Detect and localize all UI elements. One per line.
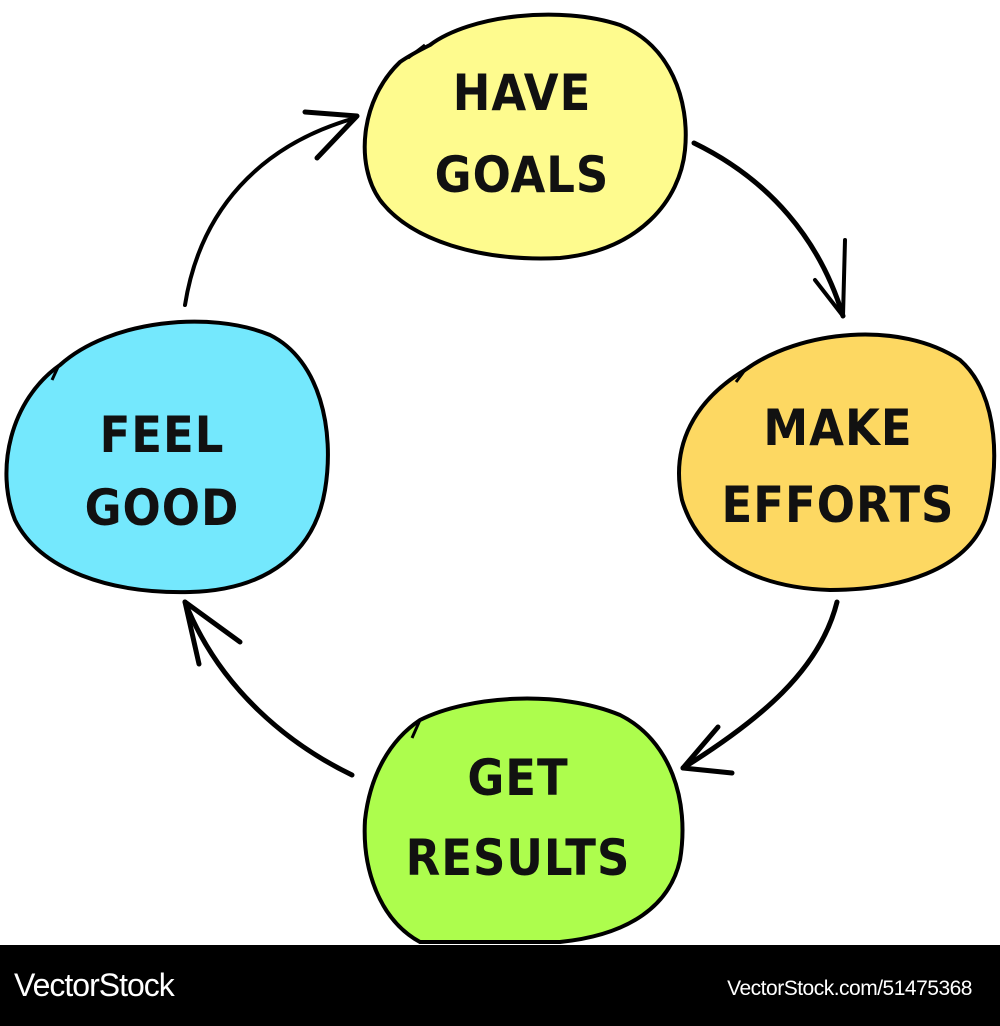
arrow-have-goals-to-make-efforts bbox=[691, 140, 847, 319]
node-feel-good: FEEL GOOD bbox=[4, 319, 330, 595]
arrow-make-efforts-to-get-results bbox=[680, 599, 840, 776]
arrow-feel-good-to-have-goals bbox=[183, 109, 360, 307]
node-make-efforts-blob bbox=[677, 332, 997, 593]
footer-brand: VectorStock bbox=[14, 967, 175, 1003]
node-feel-good-line2: GOOD bbox=[85, 479, 240, 537]
watermark-footer: VectorStock VectorStock.com/51475368 bbox=[0, 945, 1000, 1026]
node-have-goals: HAVE GOALS bbox=[362, 12, 688, 261]
diagram-svg: HAVE GOALS MAKE EFFORTS GET RESULTS FEEL… bbox=[4, 12, 997, 944]
node-get-results-blob bbox=[362, 696, 685, 944]
cycle-diagram: HAVE GOALS MAKE EFFORTS GET RESULTS FEEL… bbox=[4, 12, 997, 944]
arrow-get-results-to-feel-good bbox=[182, 599, 355, 778]
node-make-efforts-line2: EFFORTS bbox=[722, 476, 955, 534]
node-have-goals-blob bbox=[362, 12, 688, 261]
node-feel-good-line1: FEEL bbox=[100, 406, 225, 464]
node-make-efforts-line1: MAKE bbox=[763, 399, 912, 457]
node-make-efforts: MAKE EFFORTS bbox=[677, 332, 997, 593]
node-get-results-line2: RESULTS bbox=[406, 829, 631, 887]
node-have-goals-line2: GOALS bbox=[435, 146, 610, 204]
footer-url: VectorStock.com/51475368 bbox=[727, 977, 972, 1000]
node-get-results-line1: GET bbox=[467, 749, 568, 807]
node-have-goals-line1: HAVE bbox=[453, 64, 592, 122]
node-get-results: GET RESULTS bbox=[362, 696, 685, 944]
node-feel-good-blob bbox=[4, 319, 330, 595]
